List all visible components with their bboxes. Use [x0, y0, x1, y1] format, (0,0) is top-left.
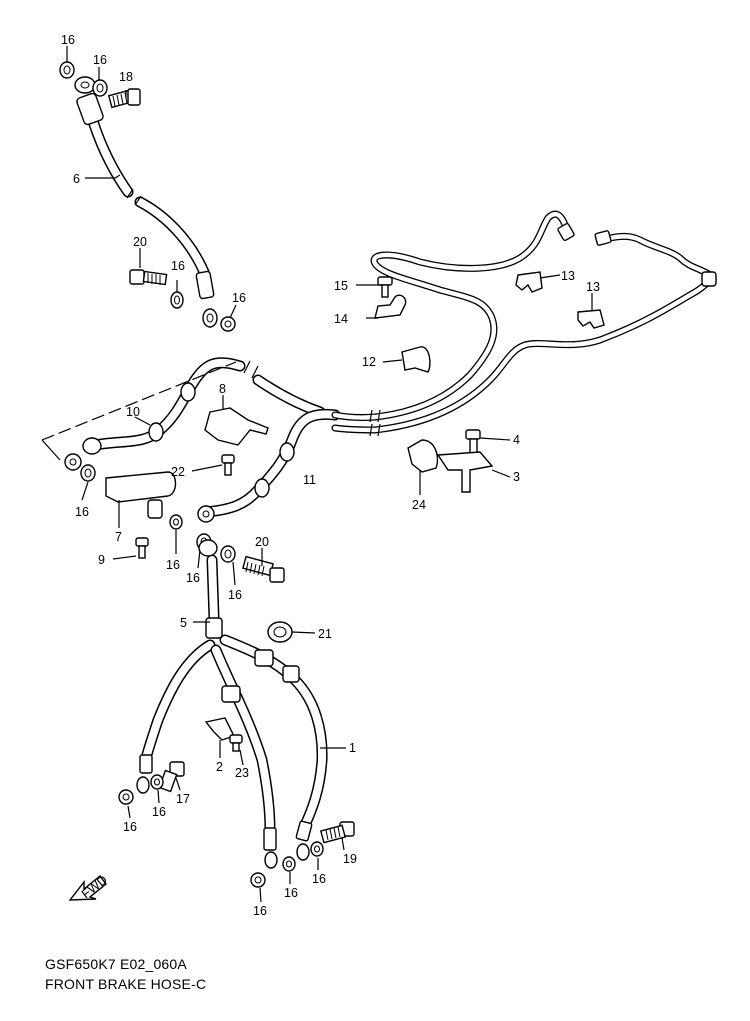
callout-16: 16 — [186, 571, 200, 585]
callout-10: 10 — [126, 405, 140, 419]
union-bolt-18 — [107, 88, 141, 109]
callout-23: 23 — [235, 766, 249, 780]
washer-16 — [250, 872, 266, 888]
callout-5: 5 — [180, 616, 187, 630]
clamp-12 — [401, 346, 431, 373]
washer-16 — [220, 316, 236, 332]
callout-16: 16 — [232, 291, 246, 305]
callout-13: 13 — [586, 280, 600, 294]
callout-1: 1 — [349, 741, 356, 755]
callout-16: 16 — [171, 259, 185, 273]
callout-2: 2 — [216, 760, 223, 774]
callout-8: 8 — [219, 382, 226, 396]
washer-16 — [310, 841, 324, 857]
washer-16 — [150, 774, 164, 790]
washer-16 — [118, 789, 134, 805]
callout-21: 21 — [318, 627, 332, 641]
clamp-14 — [374, 294, 407, 319]
callout-12: 12 — [362, 355, 376, 369]
brake-hose-11 — [197, 408, 341, 523]
callout-19: 19 — [343, 852, 357, 866]
brake-hose-6 — [74, 76, 218, 328]
callout-16: 16 — [75, 505, 89, 519]
clamp-13 — [515, 271, 543, 293]
clamp-21 — [267, 621, 293, 643]
callout-6: 6 — [73, 172, 80, 186]
washer-16 — [80, 464, 96, 482]
brake-hose-5 — [198, 539, 223, 639]
washer-16 — [220, 545, 236, 563]
bracket-2 — [204, 717, 235, 741]
callout-16: 16 — [61, 33, 75, 47]
callout-20: 20 — [133, 235, 147, 249]
clamp-13 — [577, 309, 605, 329]
callout-16: 16 — [228, 588, 242, 602]
fwd-arrow-icon: FWD — [68, 873, 110, 902]
brake-pipe-assembly — [331, 210, 717, 437]
callout-16: 16 — [93, 53, 107, 67]
bolt-23 — [229, 734, 243, 752]
clamp-24 — [407, 439, 439, 473]
diagram-code: GSF650K7 E02_060A — [45, 956, 187, 972]
callout-13: 13 — [561, 269, 575, 283]
callout-24: 24 — [412, 498, 426, 512]
washer-16 — [169, 514, 183, 530]
brake-hose-1 — [136, 634, 328, 869]
callout-11: 11 — [303, 473, 316, 487]
callout-16: 16 — [284, 886, 298, 900]
bracket-8 — [204, 407, 269, 446]
bolt-9 — [135, 537, 149, 559]
diagram-title: FRONT BRAKE HOSE-C — [45, 976, 207, 992]
callout-14: 14 — [334, 312, 348, 326]
callout-18: 18 — [119, 70, 133, 84]
callout-4: 4 — [513, 433, 520, 447]
union-bolt-20 — [129, 269, 168, 286]
joint-7 — [105, 471, 177, 519]
callout-20: 20 — [255, 535, 269, 549]
callout-17: 17 — [176, 792, 190, 806]
washer-16 — [59, 61, 75, 79]
callout-22: 22 — [171, 465, 185, 479]
callout-15: 15 — [334, 279, 348, 293]
bolt-22 — [221, 454, 235, 476]
callout-16: 16 — [123, 820, 137, 834]
union-bolt-20 — [242, 555, 285, 583]
callout-16: 16 — [166, 558, 180, 572]
bolt-15 — [377, 276, 393, 298]
union-bolt-17 — [158, 761, 185, 793]
callouts: 16 16 18 6 20 16 16 15 13 14 13 12 8 10 … — [61, 33, 600, 918]
callout-16: 16 — [152, 805, 166, 819]
fwd-label: FWD — [79, 873, 110, 902]
union-bolt-19 — [319, 821, 355, 844]
callout-3: 3 — [513, 470, 520, 484]
washer-16 — [92, 79, 108, 97]
washer-16 — [170, 291, 184, 309]
callout-7: 7 — [115, 530, 122, 544]
callout-16: 16 — [253, 904, 267, 918]
callout-16: 16 — [312, 872, 326, 886]
callout-9: 9 — [98, 553, 105, 567]
bracket-3 — [436, 451, 494, 493]
bolt-4 — [465, 429, 481, 456]
washer-16 — [282, 856, 296, 872]
